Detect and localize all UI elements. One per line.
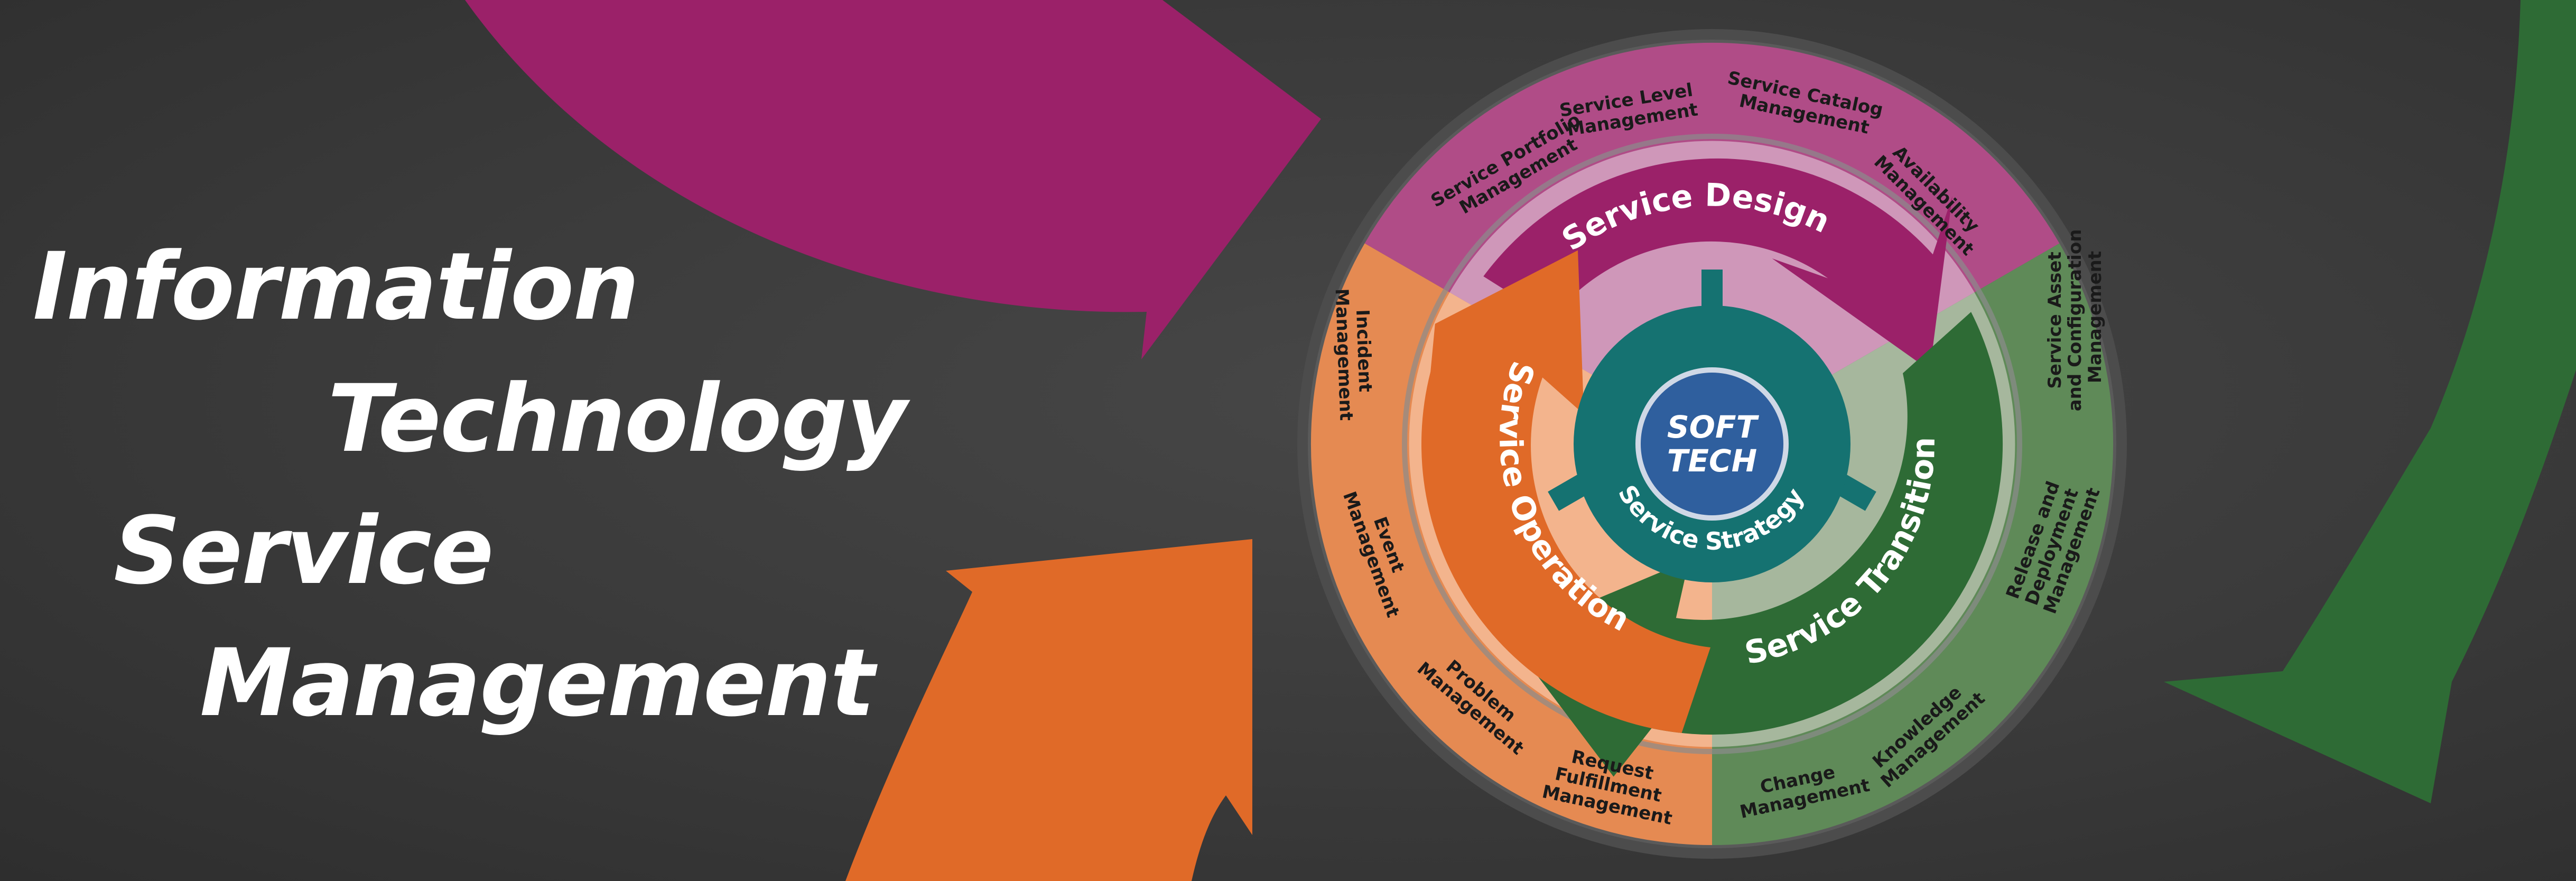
mid-ring-divider [1402, 134, 2022, 754]
process-change-management: Change Management [1734, 755, 1872, 823]
center-line-2: TECH [1667, 443, 1757, 479]
process-service-asset-configuration-management: Service Asset and Configuration Manageme… [2044, 223, 2106, 412]
core-circle [1635, 367, 1789, 521]
process-incident-management: Incident Management [1331, 288, 1377, 421]
strategy-connector-top [1701, 270, 1723, 312]
title-line-information: Information [33, 233, 639, 341]
service-operation-arrow [1421, 250, 1710, 734]
title-line-service: Service [114, 497, 494, 605]
title-line-management: Management [200, 629, 875, 737]
green-arrow-shape [2164, 0, 2576, 803]
service-design-arrow [1483, 158, 1952, 370]
orange-arrow-shape [845, 539, 1252, 881]
itsm-lifecycle-wheel: SOFT TECH Service Strategy Service Desig… [1297, 29, 2127, 859]
center-line-1: SOFT [1667, 409, 1760, 445]
purple-arrow-shape [465, 0, 1321, 359]
title-line-technology: Technology [328, 365, 907, 473]
